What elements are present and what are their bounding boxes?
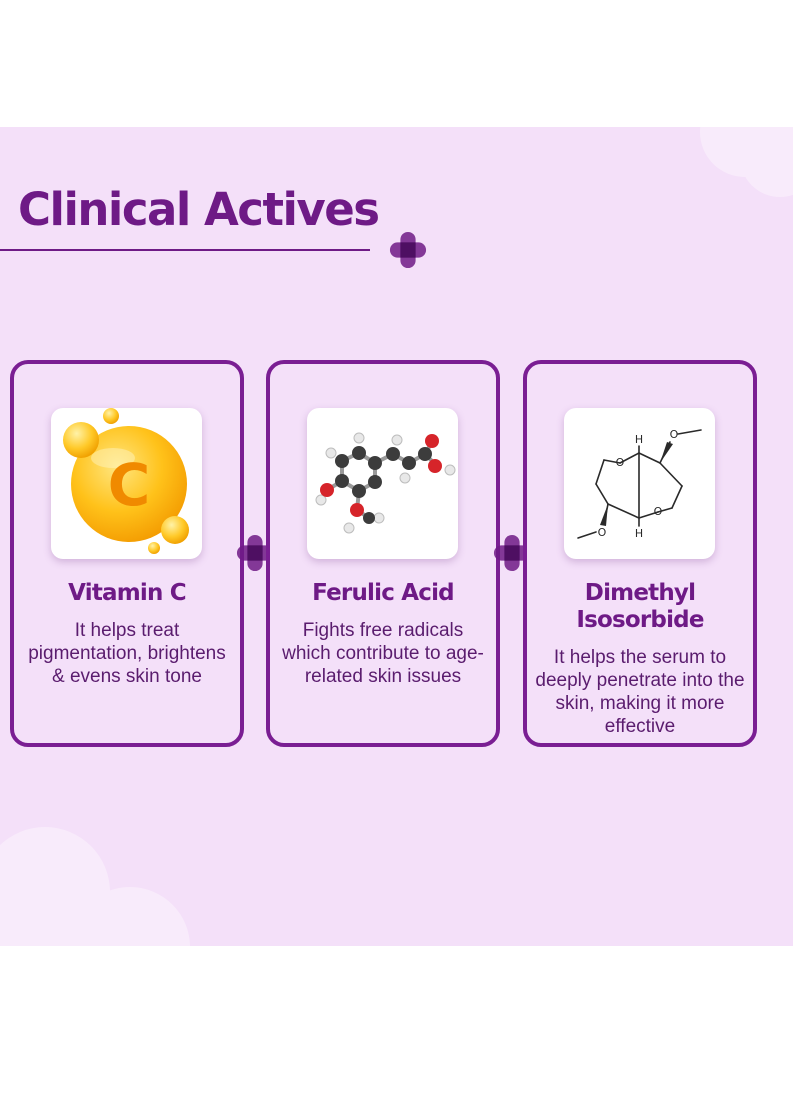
clinical-actives-panel: Clinical Actives	[0, 127, 793, 946]
card-ferulic-acid: Ferulic Acid Fights free radicals which …	[266, 360, 500, 747]
svg-text:H: H	[635, 527, 643, 540]
svg-text:O: O	[670, 428, 679, 441]
title-underline	[0, 249, 370, 251]
plus-icon	[493, 534, 531, 572]
svg-text:C: C	[108, 451, 151, 519]
card-description: It helps treat pigmentation, brightens &…	[28, 620, 226, 687]
card-description: It helps the serum to deeply penetrate i…	[535, 647, 745, 737]
svg-text:O: O	[598, 526, 607, 539]
card-dimethyl-isosorbide: H H O O O O Dimethyl Isosorbide It helps…	[523, 360, 757, 747]
vitamin-c-orb-icon: C	[51, 408, 202, 559]
card-title: Ferulic Acid	[312, 580, 454, 606]
card-title: Dimethyl Isosorbide	[576, 580, 704, 633]
svg-text:O: O	[616, 456, 625, 469]
card-vitamin-c: C Vitamin C It helps treat pigmentation,…	[10, 360, 244, 747]
plus-icon	[389, 231, 427, 269]
section-title: Clinical Actives	[18, 183, 380, 236]
dimethyl-isosorbide-structure-icon: H H O O O O	[564, 408, 715, 559]
card-description: Fights free radicals which contribute to…	[282, 620, 484, 687]
svg-text:O: O	[654, 505, 663, 518]
svg-text:H: H	[635, 433, 643, 446]
card-title: Vitamin C	[68, 580, 187, 606]
plus-icon	[236, 534, 274, 572]
decorative-cloud	[740, 127, 793, 197]
ferulic-acid-molecule-icon	[307, 408, 458, 559]
